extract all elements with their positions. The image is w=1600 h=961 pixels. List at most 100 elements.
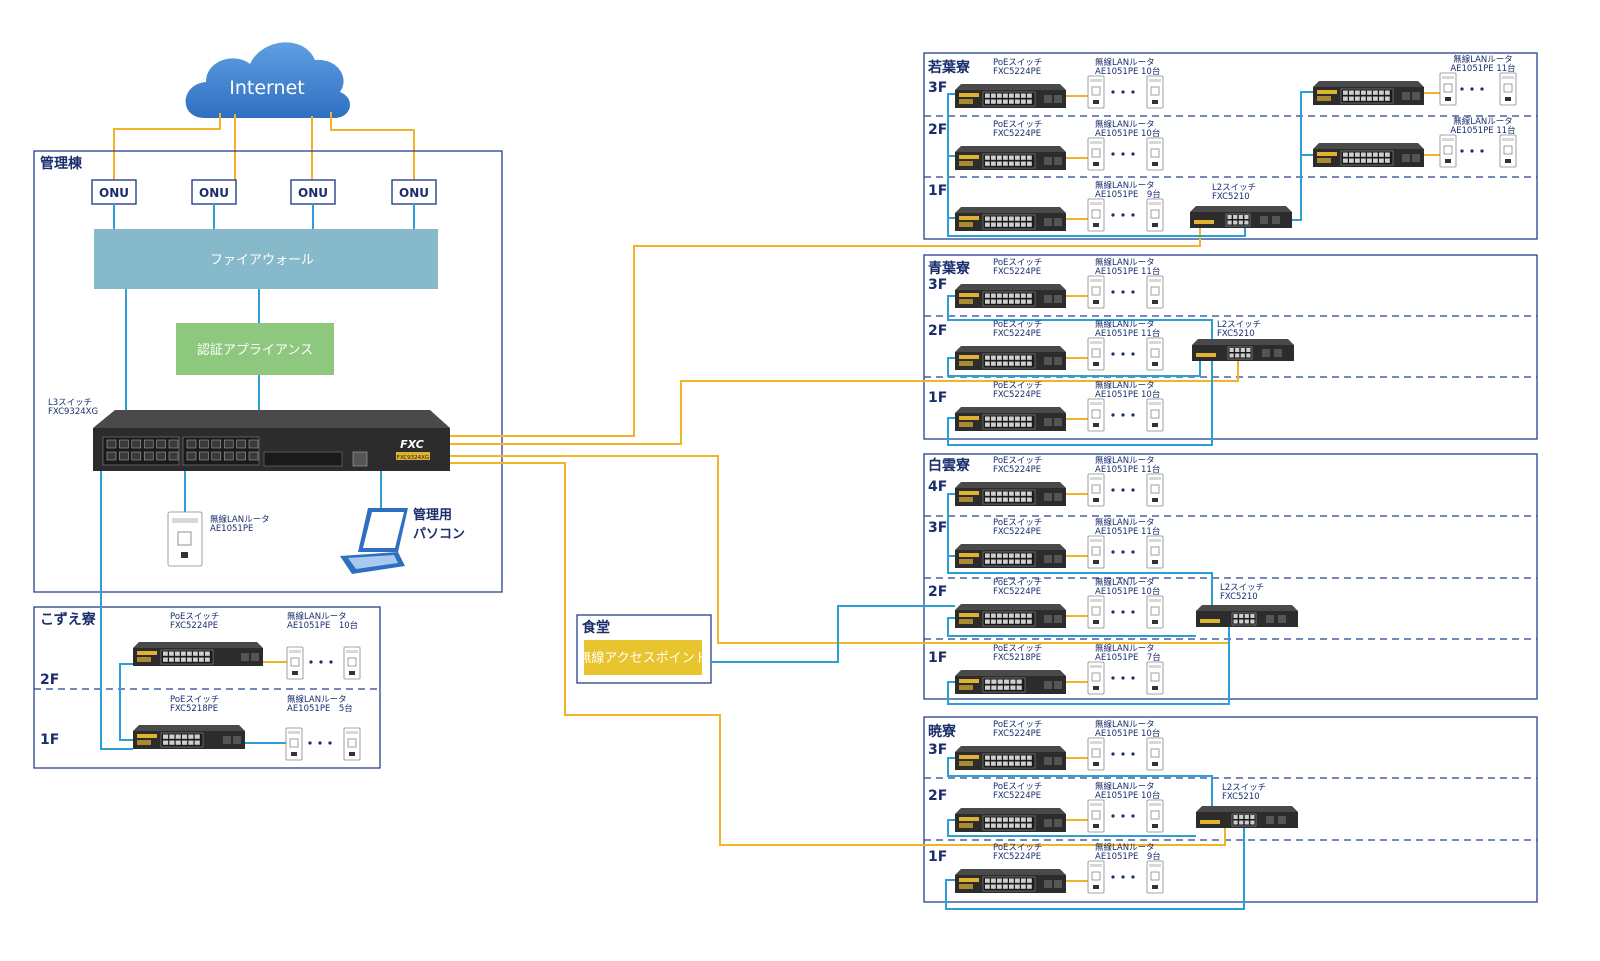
hakuun-1f-switch-label-1: PoEスイッチ	[993, 644, 1042, 654]
hakuun-1f-router-label-2: AE1051PE 7台	[1095, 652, 1161, 663]
hakuun-3f-switch-label-2: FXC5224PE	[993, 527, 1041, 537]
kozue-2f-router-label-1: 無線LANルータ	[287, 611, 347, 622]
wakaba-floor-1f: 1F	[928, 183, 947, 199]
l3-brand-label: FXC	[400, 438, 424, 451]
kozue-riser-link	[119, 663, 133, 741]
wakaba-3f-east-router-b-icon	[1499, 72, 1517, 106]
aoba-3f-poe-switch-icon	[955, 284, 1066, 308]
hakuun-3f-router-label-1: 無線LANルータ	[1095, 517, 1155, 528]
hakuun-2f-router-label-1: 無線LANルータ	[1095, 577, 1155, 588]
ellipsis-dot	[1121, 550, 1125, 554]
hakuun-dorm-title: 白雲寮	[928, 457, 971, 474]
ellipsis-dot	[1121, 213, 1125, 217]
wakaba-3f-east-router-label-2: AE1051PE 11台	[1450, 63, 1515, 74]
hakuun-4f-router-label-1: 無線LANルータ	[1095, 455, 1155, 466]
aoba-3f-router-label-1: 無線LANルータ	[1095, 257, 1155, 268]
akatsuki-1f-poe-switch-icon	[955, 869, 1066, 893]
wakaba-3f-router-a-icon	[1087, 75, 1105, 109]
devices	[133, 72, 1517, 894]
wakaba-floor-3f: 3F	[928, 80, 947, 96]
wakaba-3f-switch-label-1: PoEスイッチ	[993, 58, 1042, 68]
kozue-2f-switch-label-1: PoEスイッチ	[170, 612, 219, 622]
akatsuki-1f-router-label-2: AE1051PE 9台	[1095, 851, 1161, 862]
ellipsis-dot	[319, 660, 323, 664]
wakaba-1f-router-label-1: 無線LANルータ	[1095, 180, 1155, 191]
internet-cloud-icon: Internet	[185, 42, 351, 118]
ellipsis-dot	[1111, 676, 1115, 680]
hakuun-1f-router-label-1: 無線LANルータ	[1095, 643, 1155, 654]
aoba-2f-router-b-icon	[1146, 337, 1164, 371]
ellipsis-dot	[1121, 152, 1125, 156]
main-building-title: 管理棟	[40, 155, 83, 172]
wakaba-2f-east-router-label-1: 無線LANルータ	[1453, 116, 1513, 127]
ellipsis-dot	[1121, 352, 1125, 356]
onu-4: ONU	[399, 186, 429, 200]
ellipsis-dot	[1131, 413, 1135, 417]
l3-to-kozue-link	[100, 471, 133, 750]
lan-links	[245, 91, 1440, 910]
hakuun-4f-router-a-icon	[1087, 473, 1105, 507]
kozue-dorm-frame	[33, 606, 381, 769]
ellipsis-dot	[1111, 610, 1115, 614]
hakuun-3f-router-a-icon	[1087, 535, 1105, 569]
onu-row: ONU ONU ONU ONU	[91, 179, 437, 205]
kozue-1f-router-a-icon	[285, 727, 303, 761]
aoba-3f-switch-label-1: PoEスイッチ	[993, 258, 1042, 268]
hakuun-4f-router-label-2: AE1051PE 11台	[1095, 464, 1160, 475]
ellipsis-dot	[1121, 875, 1125, 879]
floor-labels: 3F 2F 1F 3F 2F 1F 4F 3F 2F 1F 3F 2F 1F	[928, 80, 947, 865]
kozue-2f-router-label-2: AE1051PE 10台	[287, 620, 358, 631]
aoba-2f-poe-switch-icon	[955, 346, 1066, 370]
dining-hall-frame	[576, 614, 712, 684]
ellipsis-dot	[309, 660, 313, 664]
hakuun-1f-switch-label-2: FXC5218PE	[993, 653, 1041, 663]
wakaba-1f-router-b-icon	[1146, 198, 1164, 232]
aoba-3f-switch-label-2: FXC5224PE	[993, 267, 1041, 277]
main-router-label-2: AE1051PE	[210, 524, 253, 534]
akatsuki-floor-3f: 3F	[928, 742, 947, 758]
akatsuki-l2-label-1: L2スイッチ	[1222, 783, 1266, 793]
ellipsis-dot	[1111, 814, 1115, 818]
internet-label: Internet	[229, 77, 304, 99]
aoba-l2-label-2: FXC5210	[1217, 329, 1255, 339]
wakaba-3f-poe-switch-icon	[955, 84, 1066, 108]
ellipsis-dot	[318, 741, 322, 745]
ellipsis-dot	[1480, 149, 1484, 153]
akatsuki-1f-switch-label-1: PoEスイッチ	[993, 843, 1042, 853]
kozue-dorm-title: こずえ寮	[40, 611, 97, 628]
aoba-2f-router-a-icon	[1087, 337, 1105, 371]
aoba-1f-router-b-icon	[1146, 398, 1164, 432]
wireless-ap-box	[584, 640, 702, 675]
akatsuki-2f-router-a-icon	[1087, 799, 1105, 833]
kozue-1f-router-label-2: AE1051PE 5台	[287, 703, 353, 714]
aoba-dorm-frame	[923, 254, 1538, 440]
ellipsis-dot	[1480, 87, 1484, 91]
ellipsis-dot	[1131, 814, 1135, 818]
wakaba-2f-switch-label-2: FXC5224PE	[993, 129, 1041, 139]
kozue-1f-switch-label-2: FXC5218PE	[170, 704, 218, 714]
aoba-2f-switch-label-2: FXC5224PE	[993, 329, 1041, 339]
aoba-1f-router-a-icon	[1087, 398, 1105, 432]
kozue-1f-router-b-icon	[343, 727, 361, 761]
ellipsis-dot	[329, 660, 333, 664]
hakuun-2f-router-b-icon	[1146, 595, 1164, 629]
akatsuki-1f-router-label-1: 無線LANルータ	[1095, 842, 1155, 853]
ellipsis-dot	[1131, 352, 1135, 356]
pc-label-2: パソコン	[413, 527, 465, 542]
firewall-box	[94, 229, 438, 289]
ellipsis-dot	[1121, 814, 1125, 818]
akatsuki-1f-switch-label-2: FXC5224PE	[993, 852, 1041, 862]
hakuun-4f-switch-label-1: PoEスイッチ	[993, 456, 1042, 466]
akatsuki-3f-router-label-2: AE1051PE 10台	[1095, 728, 1160, 739]
ellipsis-dot	[1121, 488, 1125, 492]
auth-appliance-box	[176, 323, 334, 375]
aoba-floor-2f: 2F	[928, 323, 947, 339]
hakuun-floor-4f: 4F	[928, 479, 947, 495]
aoba-1f-router-label-1: 無線LANルータ	[1095, 380, 1155, 391]
akatsuki-2f-router-label-1: 無線LANルータ	[1095, 781, 1155, 792]
hakuun-floor-2f: 2F	[928, 584, 947, 600]
ellipsis-dot	[1131, 752, 1135, 756]
aoba-3f-router-a-icon	[1087, 275, 1105, 309]
ellipsis-dot	[1111, 488, 1115, 492]
